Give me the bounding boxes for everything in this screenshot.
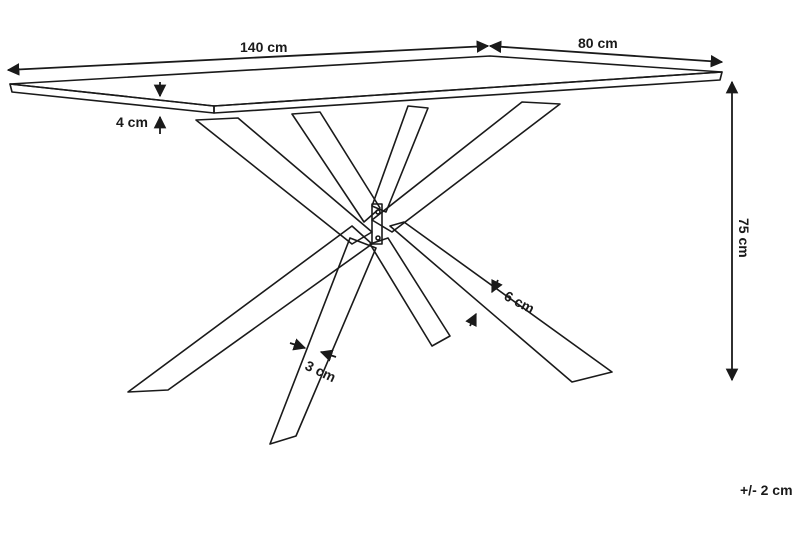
table-base: [127, 101, 613, 445]
leg-post-right: [371, 105, 429, 213]
leg-front-center: [269, 237, 377, 445]
leg-width-label: 6 cm: [502, 288, 538, 317]
length-label: 140 cm: [240, 39, 287, 55]
top-thickness-label: 4 cm: [116, 114, 148, 130]
leg-front-left: [127, 225, 373, 393]
length-dimension: 140 cm: [6, 39, 490, 76]
width-dimension: 80 cm: [488, 35, 724, 68]
top-thickness-dimension: 4 cm: [116, 82, 167, 134]
center-bracket: [371, 203, 383, 245]
height-label: 75 cm: [736, 218, 752, 258]
leg-front-right: [389, 221, 613, 383]
width-label: 80 cm: [578, 35, 618, 51]
leg-post-left: [291, 111, 381, 223]
leg-back-left: [195, 117, 373, 245]
height-dimension: 75 cm: [725, 80, 752, 382]
leg-back-right: [371, 101, 561, 233]
leg-middle-right: [369, 237, 451, 347]
leg-thickness-dimension: 3 cm: [289, 338, 339, 385]
tolerance-note: +/- 2 cm: [740, 482, 793, 498]
leg-thickness-label: 3 cm: [303, 357, 339, 385]
